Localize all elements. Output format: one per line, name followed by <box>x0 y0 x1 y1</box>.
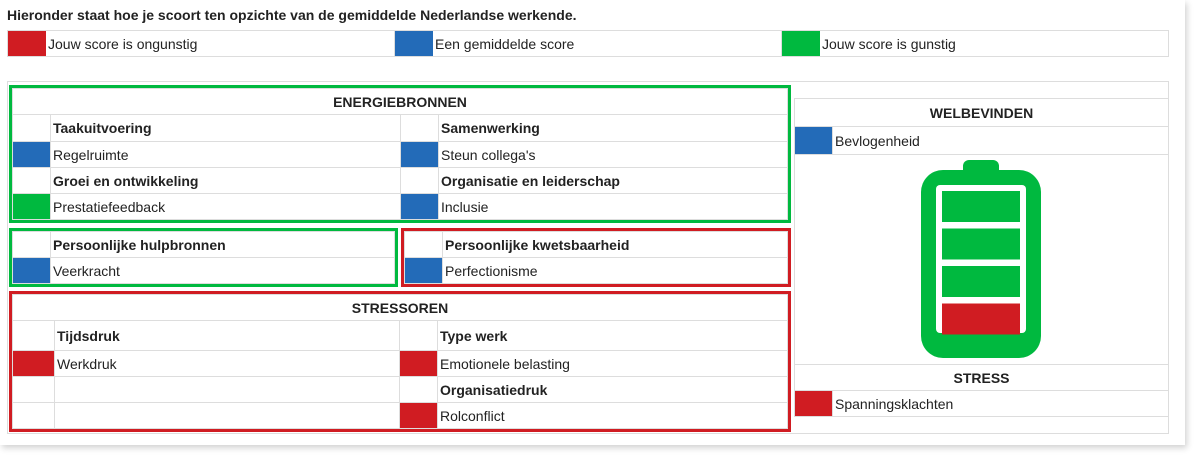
red-swatch <box>8 31 46 56</box>
item-label: Perfectionisme <box>442 257 788 284</box>
item-label: Inclusie <box>438 193 788 220</box>
item-label: Bevlogenheid <box>832 126 1169 155</box>
item-label: Regelruimte <box>50 141 401 168</box>
score-swatch <box>12 350 55 377</box>
intro-text: Hieronder staat hoe je scoort ten opzich… <box>7 7 577 23</box>
battery-segment-green <box>941 190 1020 222</box>
battery-segment-green <box>941 265 1020 297</box>
score-swatch <box>399 350 438 377</box>
group-label: Tijdsdruk <box>54 320 400 351</box>
item-label: Emotionele belasting <box>437 350 788 377</box>
battery-segment-red <box>941 303 1020 334</box>
section-title: ENERGIEBRONNEN <box>12 88 788 115</box>
legend-label: Jouw score is gunstig <box>822 35 956 52</box>
item-label: Steun collega's <box>438 141 788 168</box>
legend-label: Jouw score is ongunstig <box>48 35 198 52</box>
group-label: Organisatiedruk <box>437 376 788 403</box>
legend: Jouw score is ongunstig Een gemiddelde s… <box>7 30 1169 57</box>
wellbeing-panel: WELBEVINDEN Bevlogenheid STRESS Spanning… <box>794 98 1169 417</box>
section-title: STRESSOREN <box>12 294 788 321</box>
legend-label: Een gemiddelde score <box>435 35 575 52</box>
stressoren-section: STRESSOREN Tijdsdruk Type werk Werkdruk Em… <box>9 291 791 432</box>
legend-average: Een gemiddelde score <box>395 31 782 56</box>
item-label: Prestatiefeedback <box>50 193 401 220</box>
score-swatch <box>400 193 439 220</box>
energiebronnen-section: ENERGIEBRONNEN Taakuitvoering Samenwerkin… <box>9 85 791 223</box>
item-label: Veerkracht <box>50 257 395 284</box>
score-swatch <box>794 126 833 155</box>
battery-segment-green <box>941 228 1020 259</box>
score-swatch <box>12 141 51 168</box>
group-label: Samenwerking <box>438 114 788 142</box>
battery-icon <box>920 159 1041 358</box>
legend-unfavorable: Jouw score is ongunstig <box>8 31 395 56</box>
section-title: STRESS <box>794 364 1169 391</box>
score-swatch <box>400 141 439 168</box>
kwetsbaarheid-section: Persoonlijke kwetsbaarheid Perfectionism… <box>401 228 791 287</box>
group-label: Persoonlijke kwetsbaarheid <box>442 231 788 258</box>
score-swatch <box>794 390 833 417</box>
legend-favorable: Jouw score is gunstig <box>782 31 1168 56</box>
group-label: Taakuitvoering <box>50 114 401 142</box>
group-label: Groei en ontwikkeling <box>50 167 401 194</box>
item-label: Spanningsklachten <box>832 390 1169 417</box>
score-swatch <box>12 193 51 220</box>
hulpbronnen-section: Persoonlijke hulpbronnen Veerkracht <box>9 228 398 287</box>
green-swatch <box>782 31 820 56</box>
group-label: Type werk <box>437 320 788 351</box>
score-swatch <box>404 257 443 284</box>
item-label: Rolconflict <box>437 402 788 429</box>
group-label: Persoonlijke hulpbronnen <box>50 231 395 258</box>
score-swatch <box>399 402 438 429</box>
item-label: Werkdruk <box>54 350 400 377</box>
results-container <box>7 81 1169 434</box>
score-swatch <box>12 257 51 284</box>
group-label: Organisatie en leiderschap <box>438 167 788 194</box>
blue-swatch <box>395 31 433 56</box>
section-title: WELBEVINDEN <box>794 98 1169 127</box>
